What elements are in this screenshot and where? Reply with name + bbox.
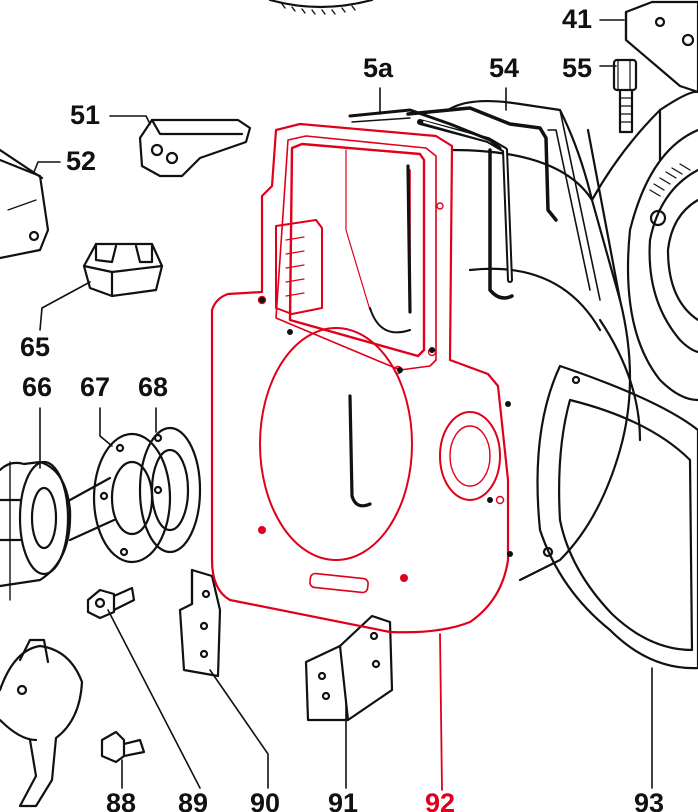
callout-89: 89 — [178, 788, 209, 812]
part-66-shaft — [0, 460, 72, 601]
part-88-bolt — [100, 730, 146, 764]
part-91-bracket — [304, 614, 394, 722]
part-92-plate-highlighted — [210, 122, 510, 791]
callout-92-highlighted: 92 — [425, 788, 456, 812]
part-55-stud — [612, 58, 638, 134]
callout-41: 41 — [562, 4, 593, 34]
part-internal-details — [259, 164, 513, 557]
callout-51: 51 — [70, 100, 101, 130]
part-51-bracket — [138, 118, 252, 178]
part-top-gear-fragment — [268, 0, 374, 15]
leader-lines — [33, 19, 653, 789]
callout-54: 54 — [489, 53, 520, 83]
part-bottom-left-hook — [0, 638, 84, 808]
part-engine-housing — [446, 90, 698, 582]
part-65-nut — [82, 242, 164, 298]
part-90-bracket — [178, 568, 222, 678]
part-93-shroud — [536, 364, 698, 670]
callout-52: 52 — [66, 146, 97, 176]
callout-93: 93 — [634, 788, 665, 812]
callout-5a: 5a — [363, 53, 394, 83]
callout-67: 67 — [80, 372, 111, 402]
callout-90: 90 — [250, 788, 281, 812]
part-89-bolt — [86, 586, 136, 620]
part-52-cover — [0, 148, 50, 260]
callout-68: 68 — [138, 372, 169, 402]
callout-91: 91 — [328, 788, 359, 812]
part-41-housing — [624, 0, 698, 94]
part-68-gasket — [138, 426, 202, 554]
part-5a-gasket — [348, 108, 502, 150]
callout-66: 66 — [22, 372, 53, 402]
callout-65: 65 — [20, 332, 51, 362]
callout-55: 55 — [562, 53, 593, 83]
callout-88: 88 — [106, 788, 137, 812]
